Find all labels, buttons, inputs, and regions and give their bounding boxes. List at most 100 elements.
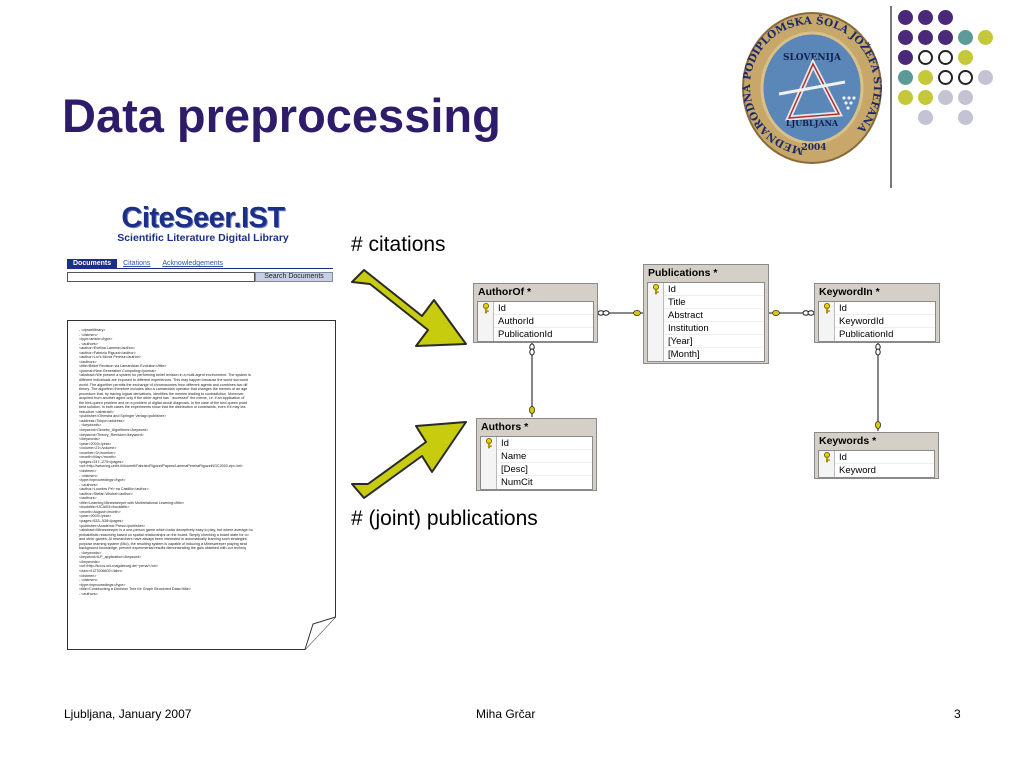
field-name: NumCit: [501, 477, 533, 488]
table-header: AuthorOf *: [478, 286, 532, 298]
decorative-dot: [918, 30, 933, 45]
xml-content: - <dpwetlibrary> - <dstmen> <type>articl…: [79, 328, 329, 596]
xml-line: <author>Stefan Wrobel</author>: [79, 491, 133, 496]
field-name: PublicationId: [839, 329, 894, 340]
xml-line: acquired from another agent only if the …: [79, 396, 245, 401]
decorative-dot: [938, 10, 953, 25]
field-marker: [648, 348, 664, 361]
table-field-row[interactable]: [Desc]: [481, 462, 592, 476]
xml-line: theory. The algorithm therefore includes…: [79, 387, 248, 392]
citeseer-nav: Documents Citations Acknowledgements Sea…: [67, 258, 333, 284]
key-end-icon: [529, 406, 536, 414]
field-name: Institution: [668, 322, 709, 334]
table-field-row[interactable]: Id: [648, 282, 764, 296]
xml-line: and other games, AI researchers have alw…: [79, 537, 247, 542]
citeseer-subtitle: Scientific Literature Digital Library: [117, 232, 289, 244]
field-marker: [481, 462, 497, 476]
decorative-dot: [958, 90, 973, 105]
decorative-dot: [938, 50, 953, 65]
table-field-row[interactable]: AuthorId: [478, 314, 593, 328]
field-marker: [478, 328, 494, 341]
xml-line: - <authors>: [79, 341, 98, 346]
xml-line: <booktitle>IJCAI03</booktitle>: [79, 505, 130, 510]
decorative-dot: [938, 30, 953, 45]
table-field-row[interactable]: Id: [481, 436, 592, 450]
xml-line: <url>http://www.ing.unife.it/docenti/Fab…: [79, 464, 243, 469]
decorative-dot: [918, 70, 933, 85]
xml-line: reduction.</abstract>: [79, 409, 114, 414]
field-marker: [648, 295, 664, 309]
field-name: KeywordId: [839, 315, 884, 327]
xml-line: - <authors>: [79, 482, 98, 487]
tab-citations[interactable]: Citations: [123, 260, 151, 267]
table-field-row[interactable]: NumCit: [481, 476, 592, 489]
citeseer-search-input[interactable]: [67, 272, 255, 282]
xml-line: different individuals are exposed to dif…: [79, 378, 248, 383]
primary-key-icon: [481, 436, 497, 450]
decorative-dot: [918, 50, 933, 65]
search-documents-button[interactable]: Search Documents: [255, 272, 333, 282]
primary-key-icon: [819, 301, 835, 315]
table-field-row[interactable]: Id: [819, 450, 934, 464]
xml-line: <title>Constructing a Decision Tree for …: [79, 587, 191, 592]
decorative-dot: [938, 70, 953, 85]
field-name: Id: [839, 451, 847, 463]
field-marker: [819, 328, 835, 341]
xml-line: </keywords>: [79, 559, 100, 564]
footer-page-number: 3: [954, 707, 961, 721]
xml-line: <pages>533--538</pages>: [79, 518, 124, 523]
table-field-row[interactable]: Id: [478, 301, 593, 315]
xml-line: - <authors>: [79, 591, 98, 596]
xml-line: - <dstmen>: [79, 578, 98, 583]
field-marker: [819, 464, 835, 477]
table-field-row[interactable]: Name: [481, 449, 592, 463]
xml-line: - <dstmen>: [79, 332, 98, 337]
table-field-row[interactable]: Id: [819, 301, 935, 315]
field-marker: [648, 308, 664, 322]
field-name: [Month]: [668, 349, 700, 360]
primary-key-icon: [648, 282, 664, 296]
field-name: [Desc]: [501, 463, 528, 475]
key-end-icon: [633, 309, 641, 316]
field-name: Keyword: [839, 465, 876, 476]
xml-line: <year>2003</year>: [79, 441, 112, 446]
xml-line: <keyword>Theory_Revision</keyword>: [79, 432, 144, 437]
xml-line: best solution. In both cases the experim…: [79, 405, 246, 410]
field-name: [Year]: [668, 335, 693, 347]
table-field-row[interactable]: Institution: [648, 321, 764, 335]
xml-line: </dstmen>: [79, 573, 97, 578]
xml-line: <author>Fabrizio Riguzzi</author>: [79, 350, 136, 355]
logo-center-bottom: LJUBLJANA: [786, 118, 839, 128]
xml-line: <title>Belief Revision via Lamarckian Ev…: [79, 364, 167, 369]
xml-line: <month>May</month>: [79, 455, 117, 460]
table-field-row[interactable]: Abstract: [648, 308, 764, 322]
xml-line: procedure that, by tracing logical deriv…: [79, 391, 245, 396]
table-field-row[interactable]: KeywordId: [819, 314, 935, 328]
table-field-row[interactable]: [Year]: [648, 334, 764, 348]
table-field-row[interactable]: PublicationId: [819, 328, 935, 341]
institute-logo: MEDNARODNA PODIPLOMSKA ŠOLA JOŽEFA STEFA…: [741, 8, 883, 168]
xml-line: <author>Evelina Lamma</author>: [79, 346, 135, 351]
table-field-row[interactable]: [Month]: [648, 348, 764, 361]
table-field-row[interactable]: Title: [648, 295, 764, 309]
table-field-row[interactable]: PublicationId: [478, 328, 593, 341]
xml-line: <type>article</type>: [79, 337, 113, 342]
tab-acknowledgements[interactable]: Acknowledgements: [162, 260, 224, 267]
arrow-to-authors-icon: [351, 421, 467, 499]
xml-line: <abstract>We present a system for perfor…: [79, 373, 251, 378]
tab-documents[interactable]: Documents: [67, 259, 118, 268]
field-name: Title: [668, 296, 686, 308]
xml-line: <volume>21</volume>: [79, 446, 117, 451]
table-field-row[interactable]: Keyword: [819, 464, 934, 477]
